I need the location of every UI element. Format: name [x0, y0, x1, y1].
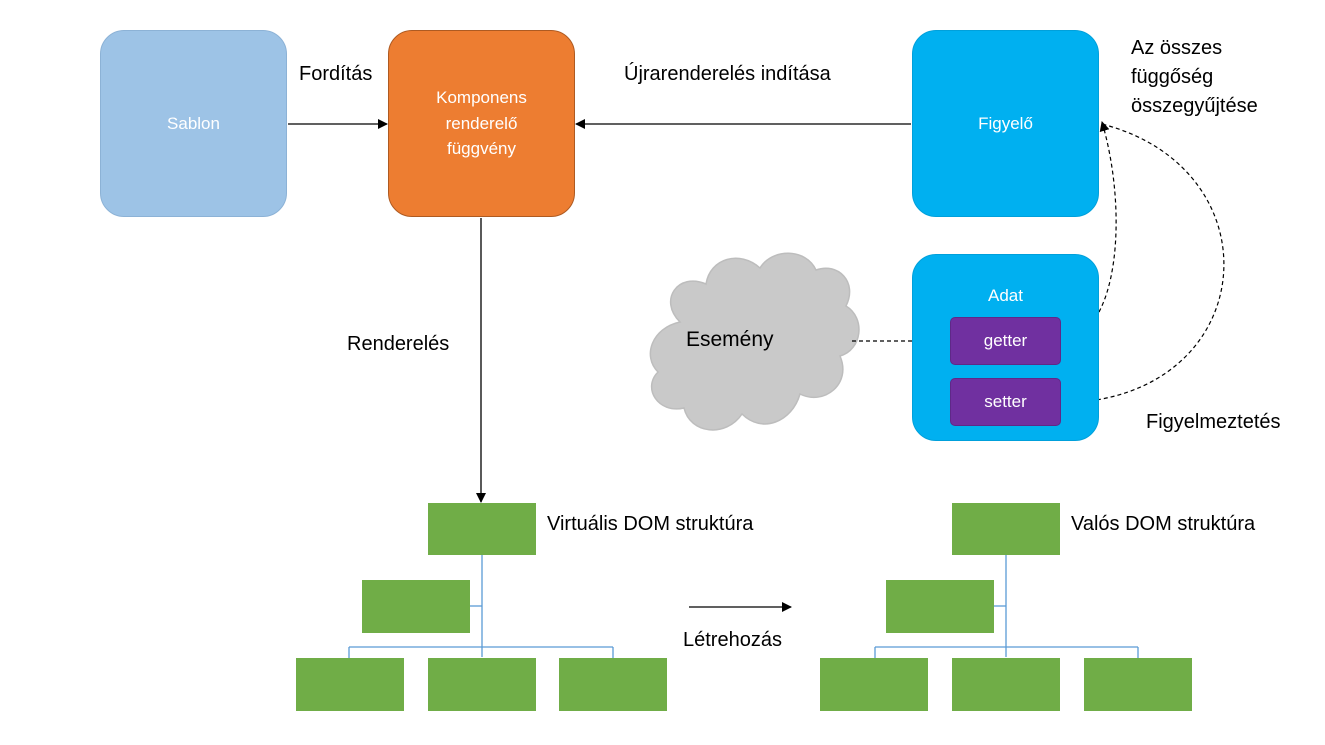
setter-label: setter — [984, 392, 1027, 411]
virtual-dom-tree — [296, 503, 667, 711]
vdom-root-node — [428, 503, 536, 555]
dependency-collection-line: függőség — [1131, 66, 1214, 88]
komponens-render-function-box: Komponens renderelő függvény — [388, 30, 575, 217]
real-dom-leaf-node — [952, 658, 1060, 711]
real-dom-root-node — [952, 503, 1060, 555]
figyelo-label: Figyelő — [978, 113, 1033, 133]
real-dom-label: Valós DOM struktúra — [1071, 513, 1256, 535]
komponens-label-line: Komponens — [436, 88, 527, 108]
komponens-label: Komponens renderelő függvény — [436, 85, 527, 162]
komponens-label-line: függvény — [446, 139, 516, 159]
real-dom-child-node — [886, 580, 994, 633]
getter-label: getter — [983, 331, 1028, 350]
setter-box: setter — [950, 378, 1061, 426]
real-dom-leaf-node — [820, 658, 928, 711]
ujrarenderelés-label: Újrarenderelés indítása — [624, 63, 831, 85]
adat-label: Adat — [988, 286, 1023, 305]
dependency-collection-line: Az összes — [1131, 37, 1223, 59]
vdom-leaf-node — [428, 658, 536, 711]
vdom-leaf-node — [559, 658, 667, 711]
dependency-collection-line: összegyűjtése — [1131, 95, 1258, 117]
esemeny-label: Esemény — [686, 328, 774, 351]
figyelo-box: Figyelő — [912, 30, 1099, 217]
real-dom-tree — [820, 503, 1192, 711]
virtual-dom-label: Virtuális DOM struktúra — [547, 513, 754, 535]
dependency-collection-label: Az összes függőség összegyűjtése — [1131, 34, 1258, 121]
forditas-label: Fordítás — [299, 63, 373, 85]
sablon-label: Sablon — [167, 113, 220, 133]
renderelés-label: Renderelés — [347, 333, 450, 355]
vdom-leaf-node — [296, 658, 404, 711]
sablon-box: Sablon — [100, 30, 287, 217]
vdom-child-node — [362, 580, 470, 633]
event-cloud-shape — [649, 252, 860, 431]
letrehozas-label: Létrehozás — [683, 629, 782, 651]
getter-box: getter — [950, 317, 1061, 365]
real-dom-leaf-node — [1084, 658, 1192, 711]
figyelmeztetes-label: Figyelmeztetés — [1146, 411, 1281, 433]
komponens-label-line: renderelő — [445, 113, 518, 133]
